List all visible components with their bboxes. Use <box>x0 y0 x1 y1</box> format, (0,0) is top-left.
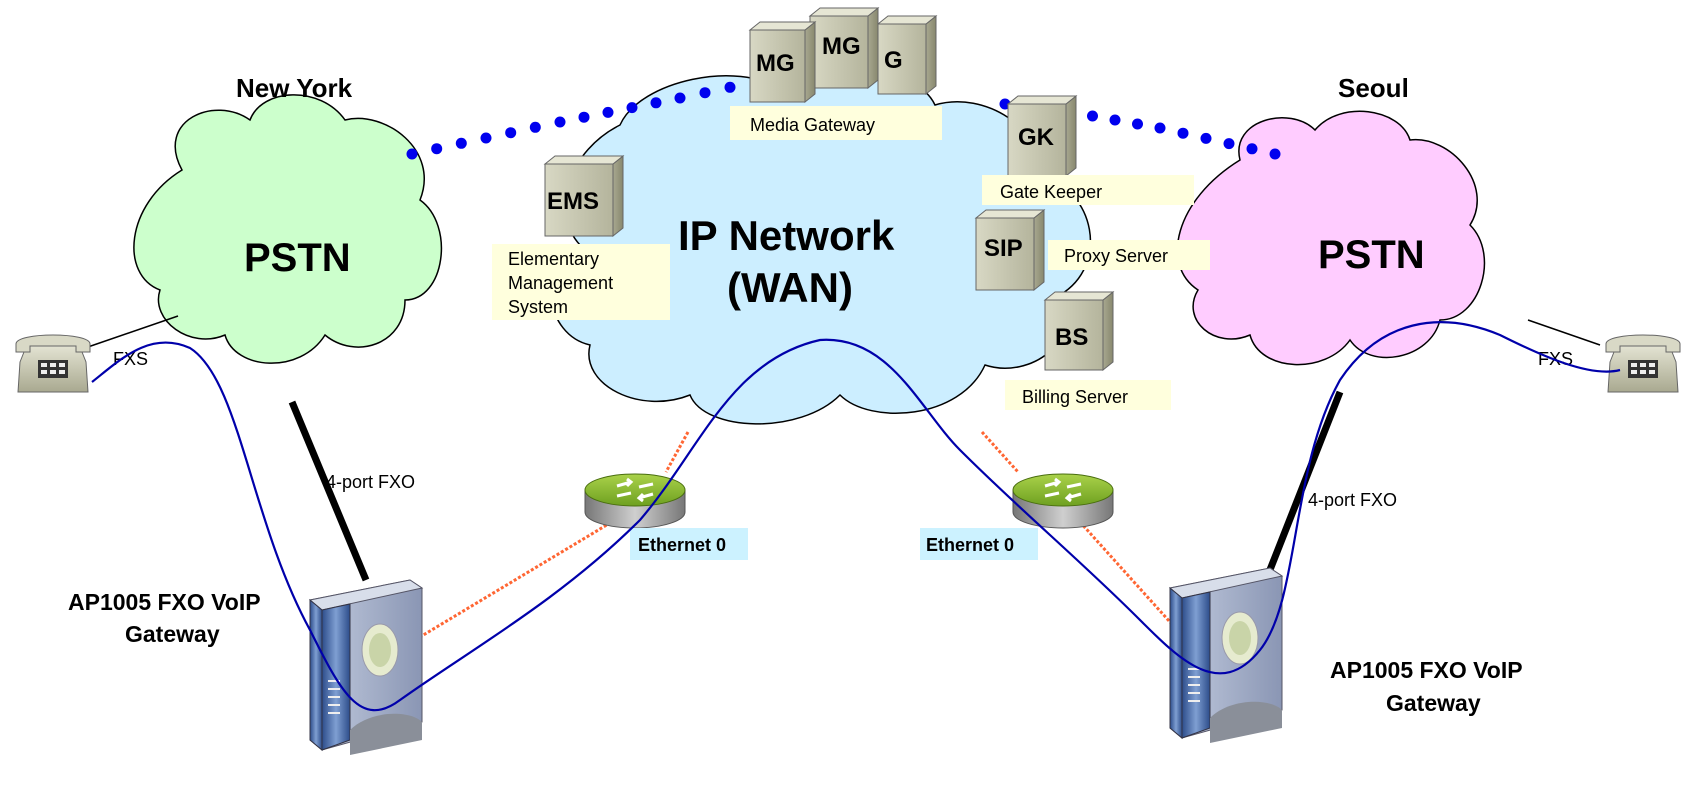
gateway-right-title-line1: AP1005 FXO VoIP <box>1330 657 1523 683</box>
signaling-dot <box>529 121 541 133</box>
billing-server-label-box <box>1005 380 1171 410</box>
signaling-dot <box>406 148 418 160</box>
signaling-dot <box>578 111 590 123</box>
gate-keeper-label-box <box>982 175 1194 205</box>
pstn-right-label: PSTN <box>1318 233 1425 277</box>
ems-label-box <box>492 244 670 320</box>
server-bs: BS <box>1043 290 1115 372</box>
gateway-left-title-line1: AP1005 FXO VoIP <box>68 589 261 615</box>
server-sip: SIP <box>974 208 1046 292</box>
server-mg-middle: MG <box>808 6 880 90</box>
ethernet-right-label: Ethernet 0 <box>926 535 1014 555</box>
ip-network-label: IP Network <box>678 212 895 259</box>
gateway-right-title-line2: Gateway <box>1386 690 1481 716</box>
fxs-left-label: FXS <box>113 349 148 369</box>
wan-label: (WAN) <box>727 264 853 311</box>
location-new-york: New York <box>236 73 353 103</box>
pstn-cloud-new-york <box>133 94 443 364</box>
voip-gateway-left-icon <box>308 579 424 755</box>
ethernet-line-left <box>419 431 690 639</box>
voice-path <box>91 321 1621 712</box>
signaling-dot <box>602 106 614 118</box>
server-ems-label: EMS <box>547 188 599 215</box>
fxo-line-left <box>288 400 370 582</box>
voip-gateway-right-icon <box>1168 567 1284 743</box>
ems-label-line1: Elementary <box>508 249 599 269</box>
signaling-dot <box>1269 148 1281 160</box>
signaling-dot <box>1200 132 1212 144</box>
phone-left-icon <box>15 334 91 393</box>
fxo-line-right <box>1260 390 1344 587</box>
media-gateway-label-box <box>730 106 942 140</box>
gate-keeper-label: Gate Keeper <box>1000 182 1102 202</box>
signaling-dot <box>674 92 686 104</box>
ems-label-line2: Management <box>508 273 613 293</box>
billing-server-label: Billing Server <box>1022 387 1128 407</box>
server-sip-label: SIP <box>984 235 1023 262</box>
fxo-left-label: 4-port FXO <box>326 472 415 492</box>
pstn-cloud-seoul <box>1176 110 1486 366</box>
server-mg-back-label: G <box>884 47 903 74</box>
ethernet-left-label-box <box>630 528 748 560</box>
signaling-dot <box>431 143 443 155</box>
phone-line-left <box>84 315 179 349</box>
media-gateway-label: Media Gateway <box>750 115 875 135</box>
signaling-dot <box>699 87 711 99</box>
signaling-dot <box>724 81 736 93</box>
signaling-dot <box>1177 127 1189 139</box>
signaling-dot <box>505 127 517 139</box>
server-gk-label: GK <box>1018 124 1055 151</box>
signaling-dot <box>1087 110 1098 122</box>
server-mg-back: G <box>876 14 938 96</box>
fxo-right-label: 4-port FXO <box>1308 490 1397 510</box>
server-mg-front-label: MG <box>756 50 795 77</box>
pstn-left-label: PSTN <box>244 236 351 280</box>
ethernet-line-right <box>980 430 1190 644</box>
server-mg-middle-label: MG <box>822 33 861 60</box>
server-bs-label: BS <box>1055 324 1088 351</box>
server-mg-front: MG <box>748 20 817 104</box>
ethernet-right-label-box <box>920 528 1038 560</box>
signaling-dot <box>1109 114 1121 126</box>
ems-label-line3: System <box>508 297 568 317</box>
signaling-dot <box>1223 138 1235 150</box>
signaling-dots <box>406 81 1281 160</box>
gateway-left-title-line2: Gateway <box>125 621 220 647</box>
proxy-server-label-box <box>1048 240 1210 270</box>
ethernet-left-label: Ethernet 0 <box>638 535 726 555</box>
location-seoul: Seoul <box>1338 73 1409 103</box>
signaling-dot <box>1154 122 1166 134</box>
signaling-dot <box>1132 118 1143 130</box>
signaling-dot <box>554 116 566 128</box>
server-ems: EMS <box>543 154 625 238</box>
router-left <box>584 473 686 529</box>
signaling-dot <box>626 102 638 114</box>
proxy-server-label: Proxy Server <box>1064 246 1168 266</box>
router-right <box>1012 473 1114 529</box>
signaling-dot <box>650 97 662 109</box>
signaling-dot <box>1246 143 1258 155</box>
signaling-dot <box>455 137 467 149</box>
phone-line-right <box>1527 319 1601 346</box>
server-gk: GK <box>1006 94 1078 178</box>
signaling-dot <box>480 132 492 144</box>
phone-right-icon <box>1605 334 1681 393</box>
